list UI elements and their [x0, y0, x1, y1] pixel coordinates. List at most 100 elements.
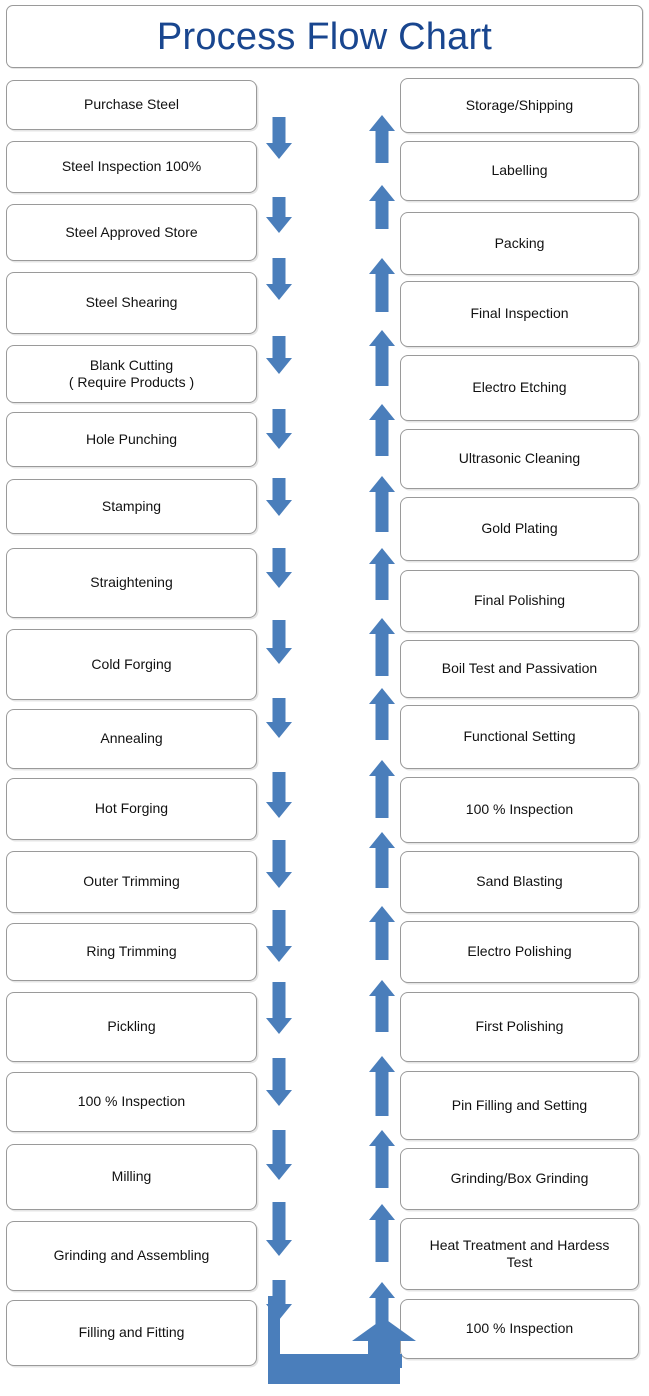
process-box-label: First Polishing: [475, 1018, 564, 1035]
up-arrow-icon: [369, 1282, 395, 1328]
left-process-box[interactable]: Steel Approved Store: [6, 204, 257, 261]
up-arrow-icon: [369, 1130, 395, 1188]
process-box-label: Pickling: [107, 1018, 156, 1035]
left-process-box[interactable]: Hole Punching: [6, 412, 257, 467]
right-process-box[interactable]: Final Inspection: [400, 281, 639, 347]
bottom-elbow-connector: [262, 1296, 422, 1396]
process-box-label: Sand Blasting: [476, 873, 563, 890]
process-box-label: Hot Forging: [94, 800, 169, 817]
process-box-label: Boil Test and Passivation: [441, 660, 598, 677]
process-box-label: Ring Trimming: [86, 943, 177, 960]
up-arrow-icon: [369, 906, 395, 960]
process-box-label: Milling: [111, 1168, 152, 1185]
process-box-label: Filling and Fitting: [78, 1324, 185, 1341]
right-process-box[interactable]: Ultrasonic Cleaning: [400, 429, 639, 489]
left-process-box[interactable]: Filling and Fitting: [6, 1300, 257, 1366]
left-process-box[interactable]: Pickling: [6, 992, 257, 1062]
left-process-box[interactable]: Steel Shearing: [6, 272, 257, 334]
right-process-box[interactable]: Boil Test and Passivation: [400, 640, 639, 698]
down-arrow-icon: [266, 1202, 292, 1256]
process-box-label: 100 % Inspection: [465, 801, 574, 818]
right-process-box[interactable]: Sand Blasting: [400, 851, 639, 913]
up-arrow-icon: [369, 476, 395, 532]
up-arrow-icon: [369, 1204, 395, 1262]
process-box-label: Purchase Steel: [84, 96, 179, 113]
up-arrow-icon: [369, 618, 395, 676]
process-box-label: Grinding/Box Grinding: [450, 1170, 589, 1187]
process-box-label: Outer Trimming: [83, 873, 180, 890]
down-arrow-icon: [266, 698, 292, 738]
right-process-box[interactable]: Grinding/Box Grinding: [400, 1148, 639, 1210]
left-process-box[interactable]: Blank Cutting( Require Products ): [6, 345, 257, 403]
down-arrow-icon: [266, 117, 292, 159]
down-arrow-icon: [266, 910, 292, 962]
process-box-label: Hole Punching: [85, 430, 178, 447]
process-box-label: Packing: [494, 234, 545, 251]
down-arrow-icon: [266, 982, 292, 1034]
up-arrow-icon: [369, 688, 395, 740]
left-process-box[interactable]: Outer Trimming: [6, 851, 257, 913]
process-box-label: Steel Shearing: [85, 294, 178, 311]
right-process-box[interactable]: First Polishing: [400, 992, 639, 1062]
up-arrow-icon: [369, 404, 395, 456]
right-process-box[interactable]: Gold Plating: [400, 497, 639, 561]
right-process-box[interactable]: 100 % Inspection: [400, 777, 639, 843]
down-arrow-icon: [266, 620, 292, 664]
left-process-box[interactable]: Purchase Steel: [6, 80, 257, 130]
left-process-box[interactable]: Ring Trimming: [6, 923, 257, 981]
down-arrow-icon: [266, 548, 292, 588]
right-process-box[interactable]: Electro Polishing: [400, 921, 639, 983]
chart-title-box: Process Flow Chart: [6, 5, 643, 68]
left-process-box[interactable]: Hot Forging: [6, 778, 257, 840]
right-process-box[interactable]: Electro Etching: [400, 355, 639, 421]
process-box-label: Final Inspection: [470, 305, 569, 322]
right-process-box[interactable]: 100 % Inspection: [400, 1299, 639, 1359]
down-arrow-icon: [266, 772, 292, 818]
left-process-box[interactable]: Steel Inspection 100%: [6, 141, 257, 193]
process-box-label: Straightening: [90, 574, 173, 591]
process-box-label: Final Polishing: [473, 592, 566, 609]
process-box-label: Storage/Shipping: [465, 96, 574, 113]
left-process-box[interactable]: Milling: [6, 1144, 257, 1210]
right-process-box[interactable]: Packing: [400, 212, 639, 275]
process-box-label: Electro Polishing: [467, 943, 572, 960]
left-process-box[interactable]: Stamping: [6, 479, 257, 534]
left-process-box[interactable]: Annealing: [6, 709, 257, 769]
process-box-label: 100 % Inspection: [77, 1093, 186, 1110]
up-arrow-icon: [369, 185, 395, 229]
down-arrow-icon: [266, 478, 292, 516]
right-process-box[interactable]: Final Polishing: [400, 570, 639, 632]
left-process-box[interactable]: Straightening: [6, 548, 257, 618]
process-box-label: Annealing: [100, 730, 163, 747]
up-arrow-icon: [369, 760, 395, 818]
left-process-box[interactable]: Cold Forging: [6, 629, 257, 700]
up-arrow-icon: [369, 330, 395, 386]
right-process-box[interactable]: Labelling: [400, 141, 639, 201]
up-arrow-icon: [369, 548, 395, 600]
process-box-label: Electro Etching: [472, 379, 567, 396]
process-box-label: Cold Forging: [91, 655, 172, 672]
process-box-label: 100 % Inspection: [465, 1320, 574, 1337]
right-process-box[interactable]: Storage/Shipping: [400, 78, 639, 133]
down-arrow-icon: [266, 258, 292, 300]
left-process-box[interactable]: Grinding and Assembling: [6, 1221, 257, 1291]
right-process-box[interactable]: Pin Filling and Setting: [400, 1071, 639, 1140]
right-process-box[interactable]: Functional Setting: [400, 705, 639, 769]
up-arrow-icon: [369, 980, 395, 1032]
process-box-label: Functional Setting: [463, 728, 576, 745]
process-box-label: Pin Filling and Setting: [451, 1096, 588, 1113]
down-arrow-icon: [266, 197, 292, 233]
down-arrow-icon: [266, 336, 292, 374]
up-arrow-icon: [369, 1056, 395, 1116]
up-arrow-icon: [369, 258, 395, 312]
left-process-box[interactable]: 100 % Inspection: [6, 1072, 257, 1132]
process-box-label: Stamping: [101, 497, 162, 514]
down-arrow-icon: [266, 840, 292, 888]
down-arrow-icon: [266, 1130, 292, 1180]
up-arrow-icon: [369, 115, 395, 163]
down-arrow-icon: [266, 1058, 292, 1106]
process-box-label: Steel Inspection 100%: [61, 158, 202, 175]
